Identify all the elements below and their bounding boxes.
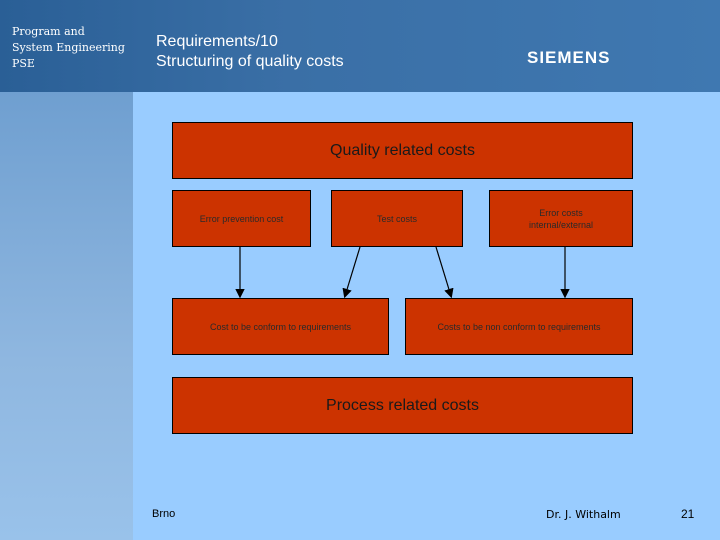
program-line-1: Program and [12,25,85,38]
program-line-2: System Engineering [12,41,125,54]
quality-related-costs-label: Quality related costs [330,141,475,159]
process-related-costs-label: Process related costs [326,396,479,414]
left-sidebar [0,92,133,540]
costs-non-conform-label: Costs to be non conform to requirements [437,321,601,332]
footer-location: Brno [152,508,176,520]
error-costs-box: Error costs internal/external [489,190,633,247]
error-costs-label-line-1: Error costs [539,207,583,218]
title-line-2: Structuring of quality costs [156,53,344,70]
error-prevention-cost-label: Error prevention cost [199,213,284,224]
costs-non-conform-box: Costs to be non conform to requirements [405,298,633,355]
process-related-costs-box: Process related costs [172,377,633,434]
footer-author: Dr. J. Withalm [546,508,621,521]
cost-conform-label: Cost to be conform to requirements [209,321,352,332]
quality-related-costs-box: Quality related costs [172,122,633,179]
error-prevention-cost-box: Error prevention cost [172,190,311,247]
error-costs-label-line-2: internal/external [528,219,594,230]
program-line-3: PSE [12,57,35,70]
test-costs-box: Test costs [331,190,463,247]
arrow-test-to-conform [342,246,361,299]
arrow-test-to-non-conform [435,246,454,299]
slide-title: Requirements/10 Structuring of quality c… [156,32,344,72]
title-line-1: Requirements/10 [156,33,278,50]
test-costs-label: Test costs [376,213,417,224]
siemens-logo: SIEMENS [527,48,611,67]
header-bar [0,0,720,92]
page-number: 21 [681,507,695,521]
program-label: Program and System Engineering PSE [12,24,132,72]
cost-conform-box: Cost to be conform to requirements [172,298,389,355]
